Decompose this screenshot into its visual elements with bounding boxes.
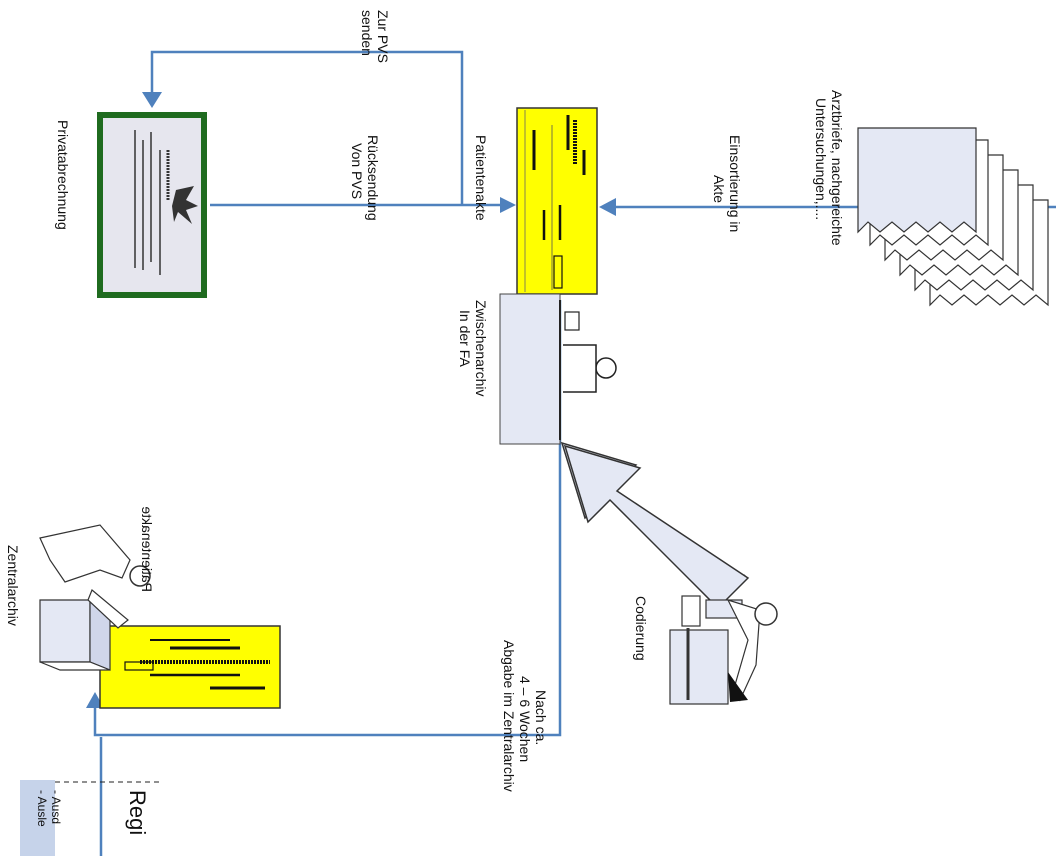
svg-text:Patientenakte: Patientenakte [139, 506, 155, 592]
legend-items: - Ausd - Ausle [35, 790, 63, 827]
label-nach-ca: Nach ca. 4 – 6 Wochen Abgabe im Zentrala… [501, 640, 549, 792]
label-zur-pvs: Zur PVS senden [359, 10, 391, 63]
svg-text:Von PVS: Von PVS [349, 143, 365, 199]
svg-text:Patientenakte: Patientenakte [473, 135, 489, 221]
svg-text:Regi: Regi [125, 790, 150, 835]
big-flow-arrow-body [565, 446, 748, 608]
zwischenarchiv-box [500, 294, 616, 444]
archive-box [40, 600, 90, 662]
label-zwischenarchiv: Zwischenarchiv In der FA [457, 300, 489, 396]
svg-text:- Ausd: - Ausd [49, 790, 63, 824]
svg-text:In der FA: In der FA [457, 310, 473, 367]
desk [670, 630, 728, 704]
monitor-icon [682, 596, 700, 626]
svg-text:Akte: Akte [711, 175, 727, 203]
svg-text:Einsortierung in: Einsortierung in [727, 135, 743, 232]
svg-text:4 – 6 Wochen: 4 – 6 Wochen [517, 676, 533, 762]
svg-text:Privatabrechnung: Privatabrechnung [55, 120, 71, 230]
svg-text:Codierung: Codierung [633, 596, 649, 661]
arrowhead-zur-pvs [142, 92, 162, 108]
svg-text:Abgabe im Zentralarchiv: Abgabe im Zentralarchiv [501, 640, 517, 792]
svg-text:Nach ca.: Nach ca. [533, 690, 549, 745]
label-patientenakte: Patientenakte [473, 135, 489, 221]
svg-text:Zwischenarchiv: Zwischenarchiv [473, 300, 489, 396]
zentralarchiv-group [40, 525, 280, 708]
arrowhead-einsortierung [599, 198, 616, 216]
patientenakte-folder-lying [100, 626, 280, 708]
svg-text:- Ausle: - Ausle [35, 790, 49, 827]
codierung-worker [670, 596, 777, 704]
label-patientenakte-mirrored: Patientenakte [139, 506, 155, 592]
label-privatabrechnung: Privatabrechnung [55, 120, 71, 230]
label-codierung: Codierung [633, 596, 649, 661]
person-head-icon [596, 358, 616, 378]
svg-text:Untersuchungen,....: Untersuchungen,.... [813, 98, 829, 220]
arrowhead-ruecksendung [500, 197, 516, 213]
worker-head-icon [755, 603, 777, 625]
svg-text:Arztbriefe, nachgereichte: Arztbriefe, nachgereichte [829, 90, 845, 246]
svg-text:Rücksendung: Rücksendung [365, 135, 381, 221]
label-zentralarchiv: Zentralarchiv [5, 545, 21, 626]
svg-text:Zur PVS: Zur PVS [375, 10, 391, 63]
svg-text:Zentralarchiv: Zentralarchiv [5, 545, 21, 626]
legend-title: Regi [125, 790, 150, 835]
person-body-icon [563, 345, 596, 392]
privatabrechnung-document [97, 112, 207, 298]
document-stack [858, 128, 1048, 305]
label-ruecksendung: Rücksendung Von PVS [349, 135, 381, 221]
patientenakte-folder [517, 108, 597, 294]
label-arztbriefe: Arztbriefe, nachgereichte Untersuchungen… [813, 90, 845, 246]
svg-text:senden: senden [359, 10, 375, 56]
label-einsortierung: Einsortierung in Akte [711, 135, 743, 232]
